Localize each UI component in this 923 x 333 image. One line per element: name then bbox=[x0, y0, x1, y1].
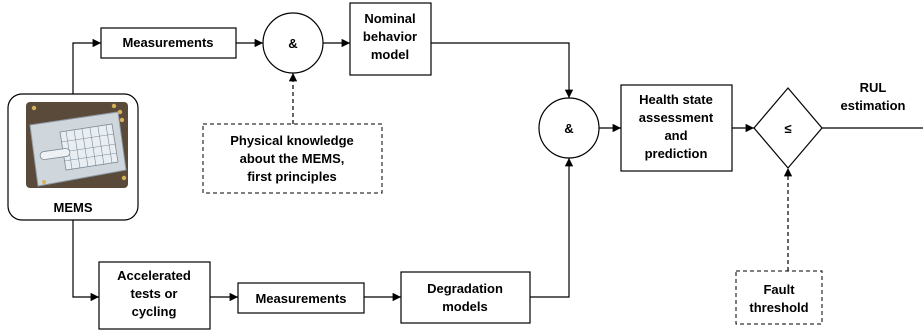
physical-knowledge-box: Physical knowledge about the MEMS, first… bbox=[202, 123, 383, 194]
degradation-models-line-1: Degradation bbox=[427, 281, 503, 296]
health-state-line-3: and bbox=[664, 128, 687, 143]
rul-line-1: RUL bbox=[860, 80, 887, 95]
connectors bbox=[72, 38, 923, 302]
degradation-models-box: Degradation models bbox=[400, 271, 531, 324]
health-state-line-1: Health state bbox=[639, 92, 713, 107]
nominal-model-box: Nominal behavior model bbox=[349, 2, 432, 76]
arrow-mems-to-measurements-top bbox=[72, 38, 101, 94]
nominal-model-line-1: Nominal bbox=[364, 11, 415, 26]
comparator-diamond: ≤ bbox=[753, 87, 823, 169]
physical-knowledge-line-1: Physical knowledge bbox=[230, 133, 354, 148]
physical-knowledge-line-3: first principles bbox=[247, 169, 337, 184]
arrow-degradation-to-and-middle bbox=[530, 158, 574, 298]
health-state-line-4: prediction bbox=[645, 146, 708, 161]
and-top-symbol: & bbox=[288, 36, 297, 51]
measurements-bottom-label: Measurements bbox=[255, 291, 346, 306]
and-junction-middle: & bbox=[538, 97, 600, 159]
nominal-model-line-3: model bbox=[371, 47, 409, 62]
arrow-mems-to-accelerated-tests bbox=[72, 220, 99, 302]
accelerated-tests-box: Accelerated tests or cycling bbox=[98, 261, 211, 330]
measurements-bottom-box: Measurements bbox=[237, 282, 365, 314]
rul-estimation-label: RUL estimation bbox=[840, 80, 905, 113]
rul-line-2: estimation bbox=[840, 98, 905, 113]
and-middle-symbol: & bbox=[564, 121, 573, 136]
measurements-top-label: Measurements bbox=[122, 35, 213, 50]
accelerated-tests-line-1: Accelerated bbox=[117, 268, 191, 283]
fault-threshold-line-2: threshold bbox=[749, 300, 808, 315]
mems-block: MEMS bbox=[7, 93, 139, 221]
measurements-top-box: Measurements bbox=[100, 27, 237, 59]
accelerated-tests-line-2: tests or bbox=[131, 286, 178, 301]
comparator-symbol: ≤ bbox=[784, 121, 791, 136]
mems-chip-image bbox=[26, 102, 128, 188]
nominal-model-line-2: behavior bbox=[363, 29, 417, 44]
fault-threshold-line-1: Fault bbox=[763, 282, 795, 297]
fault-threshold-box: Fault threshold bbox=[735, 270, 823, 325]
degradation-models-line-2: models bbox=[442, 299, 488, 314]
and-junction-top: & bbox=[262, 12, 324, 74]
arrow-nominal-model-to-and-middle bbox=[431, 42, 574, 98]
mems-label: MEMS bbox=[54, 200, 93, 215]
physical-knowledge-line-2: about the MEMS, bbox=[240, 151, 345, 166]
health-state-line-2: assessment bbox=[639, 110, 714, 125]
accelerated-tests-line-3: cycling bbox=[132, 304, 177, 319]
health-state-box: Health state assessment and prediction bbox=[620, 84, 733, 172]
